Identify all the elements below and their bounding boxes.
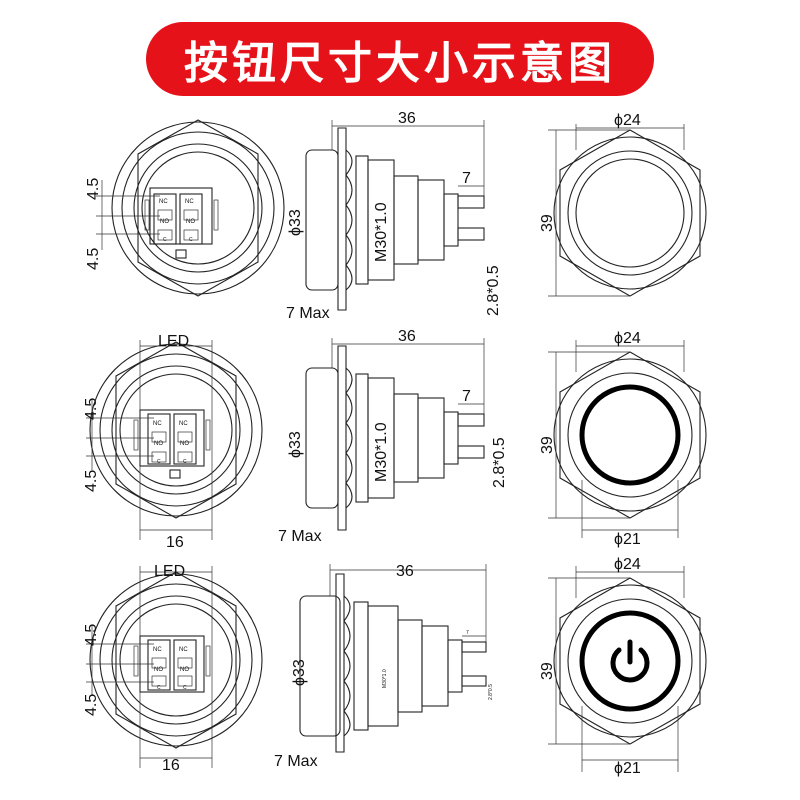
dim-length-36: 36 [398,110,416,127]
contact-nc-label: NC [159,199,168,205]
dim-panel-7-max: 7 Max [278,528,322,545]
led-ring [579,610,681,712]
dim-top-4-5: 4.5 [83,624,100,646]
contact-c-label: C [183,459,187,465]
led-label: LED [158,333,189,350]
dim-length-36: 36 [398,328,416,345]
contact-no-label: NO [186,219,195,225]
power-icon [610,639,650,683]
page-title: 按钮尺寸大小示意图 [184,38,616,89]
contact-nc-label: NC [185,199,194,205]
dim-panel-7-max: 7 Max [286,305,330,322]
contact-nc-label: NC [179,647,188,653]
dim-width-16: 16 [162,757,180,774]
contact-no-label: NO [154,667,163,673]
contact-c-label: C [157,685,161,691]
contact-nc-label: NC [153,647,162,653]
contact-no-label: NO [180,441,189,447]
led-label: LED [154,563,185,580]
thread-label: M30*1.0 [382,669,388,688]
dim-diameter-33: ϕ33 [291,659,308,686]
back-view-row-3: NC NO C NC NO C LED 16 4.5 4.5 [83,563,263,774]
dim-front-diameter-24: ϕ24 [614,330,641,347]
front-view-row-1: ϕ24 39 [539,112,707,297]
front-view-row-2: ϕ24 ϕ21 39 [539,330,707,548]
back-view-row-1: NC NO C NC NO C 4.5 4.5 [85,119,285,297]
contact-nc-label: NC [179,421,188,427]
led-ring [579,384,681,486]
contact-c-label: C [183,685,187,691]
dim-height-39: 39 [539,662,556,680]
dim-ring-diameter-21: ϕ21 [614,531,641,548]
dim-top-4-5: 4.5 [83,398,100,420]
dim-diameter-33: ϕ33 [287,431,304,458]
dim-bottom-4-5: 4.5 [83,694,100,716]
dim-front-diameter-24: ϕ24 [614,556,641,573]
dim-bottom-4-5: 4.5 [85,248,102,270]
contact-no-label: NO [160,219,169,225]
dim-terminal-7: 7 [462,388,471,405]
contact-no-label: NO [180,667,189,673]
dim-terminal-7: 7 [466,630,469,636]
front-view-row-3: ϕ24 ϕ21 39 [539,556,707,777]
dim-terminal-size: 2.8*0.5 [488,684,494,700]
dim-diameter-33: ϕ33 [287,209,304,236]
side-view-row-2: 36 7 ϕ33 M30*1.0 2.8*0.5 7 Max [278,328,508,545]
dim-terminal-size: 2.8*0.5 [485,265,502,316]
title-banner: 按钮尺寸大小示意图 [146,22,654,96]
dim-panel-7-max: 7 Max [274,753,318,770]
contact-c-label: C [189,237,193,243]
dim-width-16: 16 [166,534,184,551]
thread-label: M30*1.0 [373,202,390,262]
contact-c-label: C [163,237,167,243]
side-view-row-3: 36 7 ϕ33 M30*1.0 2.8*0.5 7 Max [274,563,494,770]
dim-terminal-size: 2.8*0.5 [491,437,508,488]
dim-top-4-5: 4.5 [85,178,102,200]
dim-bottom-4-5: 4.5 [83,470,100,492]
thread-label: M30*1.0 [373,422,390,482]
dim-terminal-7: 7 [462,170,471,187]
dim-height-39: 39 [539,214,556,232]
dim-length-36: 36 [396,563,414,580]
back-view-row-2: NC NO C NC NO C LED 16 4.5 4.5 [83,333,263,551]
dim-front-diameter-24: ϕ24 [614,112,641,129]
contact-nc-label: NC [153,421,162,427]
side-view-row-1: 36 7 ϕ33 M30*1.0 2.8*0.5 7 Max [286,110,502,322]
dim-height-39: 39 [539,436,556,454]
contact-c-label: C [157,459,161,465]
contact-no-label: NO [154,441,163,447]
dim-ring-diameter-21: ϕ21 [614,760,641,777]
